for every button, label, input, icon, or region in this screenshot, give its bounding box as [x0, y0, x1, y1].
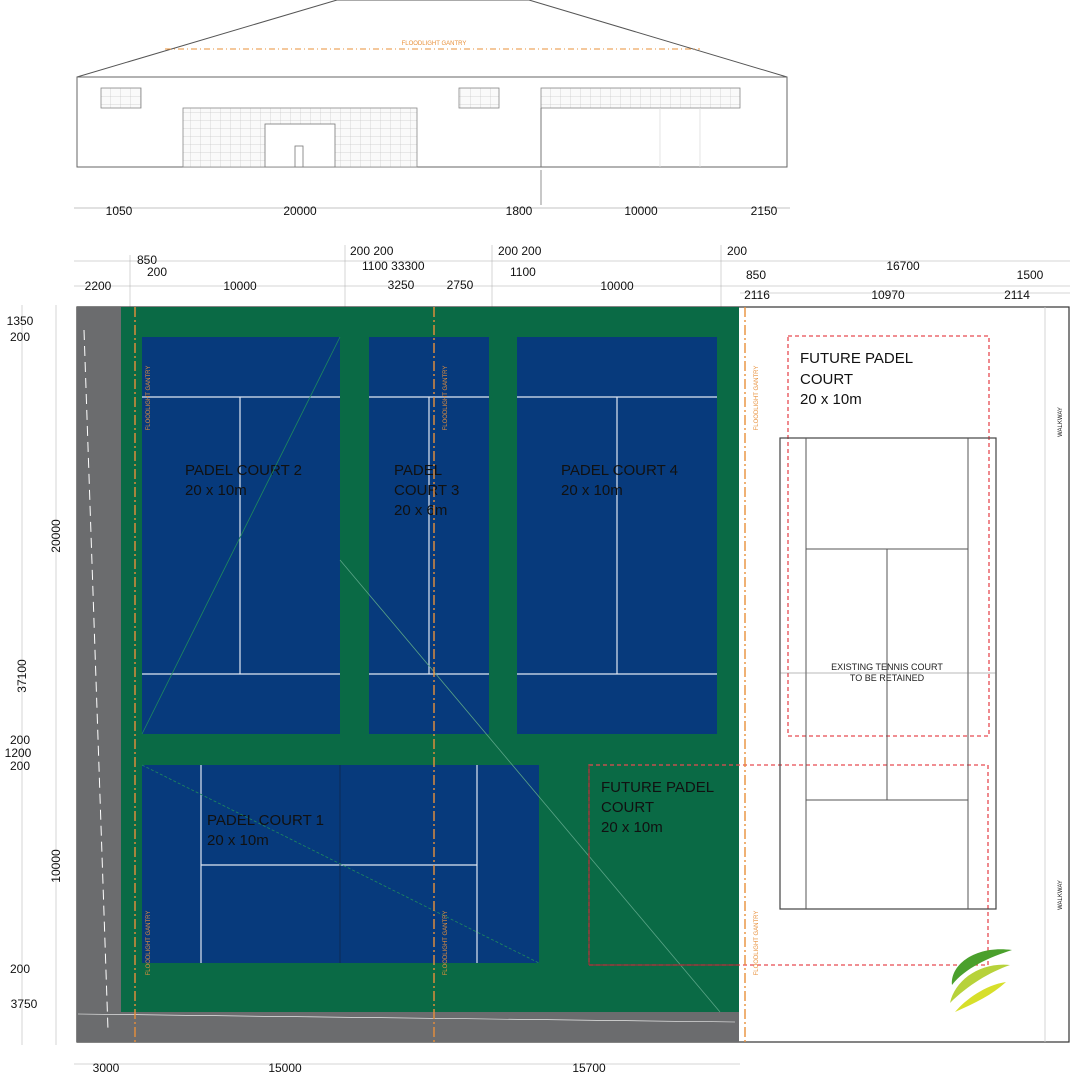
court-name: COURT 3: [394, 482, 459, 499]
left-dim: 1200: [5, 746, 32, 760]
tarmac-marking: [77, 1013, 736, 1023]
top-dim: 2750: [447, 278, 474, 292]
walkway: WALKWAY WALKWAY: [1044, 307, 1064, 1042]
walkway-label: WALKWAY: [1058, 407, 1064, 437]
top-dim: 200 200: [498, 244, 542, 258]
left-dim: 200: [10, 330, 30, 344]
tarmac-left: [77, 307, 121, 1042]
walkway-label: WALKWAY: [1058, 880, 1064, 910]
gantry-label: FLOODLIGHT GANTRY: [754, 911, 760, 976]
bottom-dim: 15700: [572, 1061, 606, 1075]
logo-swoosh: [951, 949, 1012, 985]
top-dimensions: 850 200 200 200 200 200 200 1100 33300 1…: [74, 244, 1070, 308]
elevation-gantry-label: FLOODLIGHT GANTRY: [402, 41, 467, 47]
site-plan: PADEL COURT 2 20 x 10m PADEL COURT 3 20 …: [76, 306, 1070, 1043]
logo-swoosh: [955, 982, 1006, 1012]
top-dim: 200: [147, 265, 167, 279]
gantry-label: FLOODLIGHT GANTRY: [443, 911, 449, 976]
top-dim: 2200: [85, 279, 112, 293]
future-court-size: 20 x 10m: [601, 819, 663, 836]
future-court-label: FUTURE PADEL: [800, 350, 913, 367]
tennis-outline: [779, 437, 997, 910]
left-dim: 1350: [7, 314, 34, 328]
existing-tennis-court: EXISTING TENNIS COURT TO BE RETAINED: [779, 437, 997, 910]
tennis-label: TO BE RETAINED: [850, 673, 925, 683]
elevation-roof: [76, 0, 788, 78]
bottom-dim: 15000: [268, 1061, 302, 1075]
future-court-outline: [787, 335, 990, 737]
top-dim: 1500: [1017, 268, 1044, 282]
diagonal-line: [141, 336, 341, 735]
future-court-label: COURT: [601, 799, 654, 816]
tennis-label: EXISTING TENNIS COURT: [831, 662, 943, 672]
elevation-dim: 1800: [506, 204, 533, 218]
elevation: FLOODLIGHT GANTRY 1050 20000 1800 10000 …: [74, 0, 790, 218]
left-dim: 3750: [11, 997, 38, 1011]
future-court-label: FUTURE PADEL: [601, 779, 714, 796]
padel-court-4: PADEL COURT 4 20 x 10m: [517, 337, 717, 734]
top-dim: 200 200: [350, 244, 394, 258]
court-name: PADEL COURT 1: [207, 812, 324, 829]
future-padel-court-b: FUTURE PADEL COURT 20 x 10m: [588, 764, 989, 966]
gantry-label: FLOODLIGHT GANTRY: [754, 366, 760, 431]
court-size: 20 x 10m: [185, 482, 247, 499]
tarmac-bottom: [77, 1012, 739, 1042]
court-name: PADEL: [394, 462, 442, 479]
left-dim: 200: [10, 962, 30, 976]
top-dim: 16700: [886, 259, 920, 273]
left-dim: 10000: [49, 849, 63, 883]
bottom-dimensions: 3000 15000 15700: [74, 1061, 740, 1075]
left-dim: 37100: [15, 659, 29, 693]
court-size: 20 x 6m: [394, 502, 447, 519]
future-padel-court-a: FUTURE PADEL COURT 20 x 10m: [787, 335, 990, 737]
top-dim: 1100 33300: [362, 259, 425, 273]
gantry-label: FLOODLIGHT GANTRY: [146, 366, 152, 431]
logo: [950, 949, 1012, 1012]
elevation-dim: 2150: [751, 204, 778, 218]
top-dim: 2116: [744, 288, 770, 302]
left-dim: 200: [10, 759, 30, 773]
elevation-window: [458, 87, 500, 109]
court-size: 20 x 10m: [207, 832, 269, 849]
diagonal-line: [339, 559, 721, 1013]
court-name: PADEL COURT 4: [561, 462, 678, 479]
future-court-size: 20 x 10m: [800, 391, 862, 408]
top-dim: 10000: [223, 279, 257, 293]
logo-swoosh: [950, 964, 1010, 1003]
bottom-dim: 3000: [93, 1061, 120, 1075]
top-dim: 3250: [388, 278, 415, 292]
top-dim: 850: [746, 268, 766, 282]
elevation-window: [100, 87, 142, 109]
gantry-label: FLOODLIGHT GANTRY: [443, 366, 449, 431]
left-dim: 20000: [49, 519, 63, 553]
left-dimensions: 1350 200 20000 37100 200 1200 200 10000 …: [5, 305, 63, 1045]
top-dim: 10000: [600, 279, 634, 293]
tarmac-marking: [83, 329, 109, 1031]
left-dim: 200: [10, 733, 30, 747]
elevation-dim: 10000: [624, 204, 658, 218]
top-dim: 850: [137, 253, 157, 267]
diagonal-line: [141, 764, 540, 964]
padel-court-3: PADEL COURT 3 20 x 6m: [369, 337, 489, 734]
future-court-label: COURT: [800, 371, 853, 388]
top-dim: 200: [727, 244, 747, 258]
top-dim: 10970: [871, 288, 905, 302]
elevation-door: [294, 145, 304, 168]
floodlight-gantries: FLOODLIGHT GANTRY FLOODLIGHT GANTRY FLOO…: [134, 307, 760, 1042]
elevation-window: [540, 87, 741, 109]
court-name: PADEL COURT 2: [185, 462, 302, 479]
gantry-label: FLOODLIGHT GANTRY: [146, 911, 152, 976]
elevation-dim: 20000: [283, 204, 317, 218]
top-dim: 2114: [1004, 288, 1030, 302]
elevation-dim: 1050: [106, 204, 133, 218]
court-size: 20 x 10m: [561, 482, 623, 499]
future-court-outline: [588, 764, 989, 966]
top-dim: 1100: [510, 265, 536, 279]
